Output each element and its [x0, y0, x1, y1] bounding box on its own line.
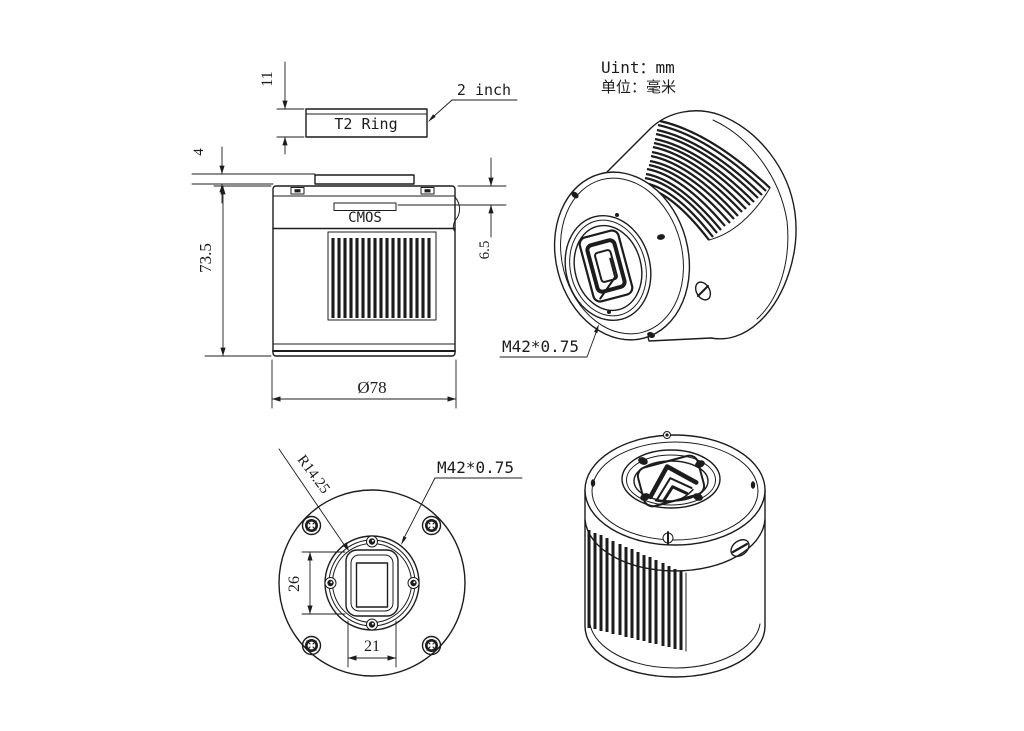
iso-front-ring-screw-2: [607, 310, 611, 314]
iso-front-rear-rim-line: [712, 119, 789, 320]
dim-corner-radius-text: R14.25: [294, 452, 333, 497]
iso-front-sensor-window: [594, 249, 618, 283]
iso-top-thumbscrew: [730, 539, 750, 557]
dim-diameter-lines: [271, 359, 457, 409]
front-sensor-window: [355, 562, 389, 608]
cooling-fins-iso-front: [642, 119, 771, 241]
dim-body-height-lines: [204, 185, 272, 357]
top-plate: [314, 174, 415, 185]
iso-front-thread-leader: [586, 329, 598, 358]
front-ring-screw-n: [366, 535, 378, 548]
iso-top-boss-screw-4: [693, 493, 703, 501]
two-inch-leader: [432, 99, 453, 118]
cmos-window: [333, 202, 397, 211]
top-screw-left: [290, 187, 305, 195]
iso-front-sensor-cavity: [578, 229, 634, 303]
top-screw-right: [420, 187, 435, 195]
iso-top-sensor-window: [662, 485, 689, 503]
cmos-label: CMOS: [348, 210, 382, 226]
dim-t2-height-lines: [276, 61, 305, 155]
body-edge-break-line: [452, 196, 461, 233]
t2-ring-label: T2 Ring: [334, 115, 397, 133]
iso-front-thumbscrew: [694, 281, 712, 301]
cooling-fins-side: [331, 238, 431, 318]
cooling-fins-iso-top: [587, 530, 683, 650]
two-inch-arrowhead: [428, 114, 436, 122]
iso-front-flange-screw-3: [647, 332, 655, 338]
iso-front-view: M42*0.75: [499, 110, 797, 358]
iso-front-flange-screw-1: [571, 191, 579, 199]
iso-top-rim-screw-right: [750, 481, 756, 489]
iso-front-thread-bore: [573, 224, 643, 312]
units-note: Uint：mm 单位：毫米: [601, 58, 676, 96]
front-case-screw-sw: [301, 635, 322, 656]
front-thread-arrowhead: [401, 536, 407, 545]
iso-front-thread-label: M42*0.75: [502, 337, 579, 356]
two-inch-label: 2 inch: [457, 81, 511, 99]
front-sensor-holder-inner: [350, 554, 394, 612]
dim-body-height-text: 73.5: [196, 243, 215, 273]
iso-top-rim-screw-back: [663, 431, 671, 439]
iso-front-thread-arrowhead: [594, 324, 599, 334]
units-note-en: Uint：mm: [601, 58, 675, 77]
side-view: T2 Ring 2 inch 11: [191, 61, 518, 409]
front-thread-leader: [403, 477, 436, 539]
iso-top-flange-screw-front: [662, 531, 674, 545]
radius-leader: [278, 448, 346, 547]
iso-front-fin-edge: [708, 187, 771, 241]
dim-diameter-text: Ø78: [357, 378, 386, 397]
dim-opening-height-text: 26: [286, 576, 303, 592]
radius-arrowhead: [342, 542, 349, 551]
dim-plate-gap-text: 4: [191, 148, 207, 156]
iso-top-boss-screw-2: [695, 460, 705, 468]
front-view: 26 21 R14.25 M42*0.75: [278, 448, 523, 677]
front-case-screw-se: [421, 635, 442, 656]
iso-front-flange-screw-2: [657, 234, 665, 240]
iso-top-rim-screw-left: [590, 479, 596, 487]
front-ring-screw-e: [407, 577, 420, 589]
dim-flange-depth-text: 6.5: [477, 241, 493, 260]
iso-top-boss-screw-1: [638, 457, 648, 465]
dim-opening-width-text: 21: [364, 638, 380, 655]
units-note-cn: 单位：毫米: [601, 78, 676, 96]
iso-top-view: [584, 431, 766, 678]
dim-opening-height-lines: [301, 551, 346, 615]
iso-top-boss-screw-3: [640, 493, 650, 501]
dim-t2-height-text: 11: [259, 71, 276, 86]
iso-top-boss-mid: [626, 454, 716, 506]
front-thread-label: M42*0.75: [437, 458, 514, 477]
front-ring-screw-w: [324, 577, 337, 589]
front-case-screw-ne: [421, 515, 442, 536]
iso-top-sensor-cavity: [636, 454, 706, 508]
dim-opening-width-lines: [347, 620, 397, 668]
front-ring-screw-s: [366, 618, 378, 631]
dim-flange-depth-lines: [397, 157, 507, 238]
iso-top-bottom-inner-line: [589, 623, 761, 669]
iso-front-ring-screw-1: [615, 213, 619, 217]
iso-front-thread-ring-mid: [569, 219, 647, 317]
front-case-screw-nw: [301, 515, 322, 536]
